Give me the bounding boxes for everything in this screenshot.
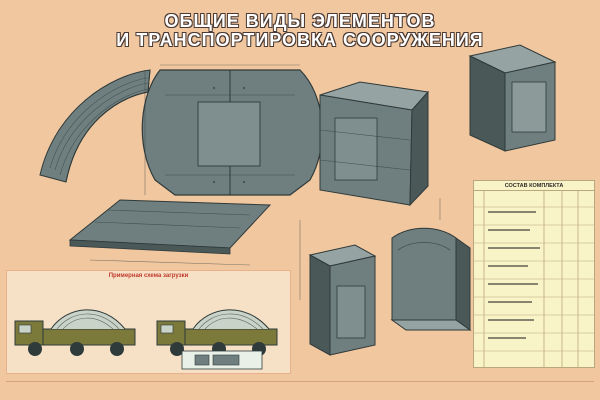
components-table-grid xyxy=(474,191,594,367)
truck-diagrams xyxy=(14,309,278,370)
poster-title: ОБЩИЕ ВИДЫ ЭЛЕМЕНТОВ И ТРАНСПОРТИРОВКА С… xyxy=(0,12,600,49)
open-frame-illustration xyxy=(468,44,557,152)
truck-right xyxy=(156,309,278,356)
footer-divider xyxy=(6,381,594,382)
floor-slab-illustration xyxy=(68,199,272,255)
components-table: СОСТАВ КОМПЛЕКТА xyxy=(473,180,595,368)
dimension-lines xyxy=(89,64,441,300)
arched-segment-illustration xyxy=(39,69,151,183)
title-line-1: ОБЩИЕ ВИДЫ ЭЛЕМЕНТОВ xyxy=(164,11,436,31)
transport-inset-title: Примерная схема загрузки xyxy=(108,273,189,279)
transport-inset: Примерная схема загрузки xyxy=(6,270,291,374)
round-end-wall-illustration xyxy=(141,69,323,196)
title-line-2: И ТРАНСПОРТИРОВКА СООРУЖЕНИЯ xyxy=(116,30,484,50)
door-block-illustration xyxy=(308,244,377,356)
components-table-title: СОСТАВ КОМПЛЕКТА xyxy=(474,181,594,191)
module-assembly-illustration xyxy=(319,81,429,207)
truck-left xyxy=(14,309,136,356)
inset-detail xyxy=(181,350,263,370)
arched-end-block-illustration xyxy=(390,227,472,331)
